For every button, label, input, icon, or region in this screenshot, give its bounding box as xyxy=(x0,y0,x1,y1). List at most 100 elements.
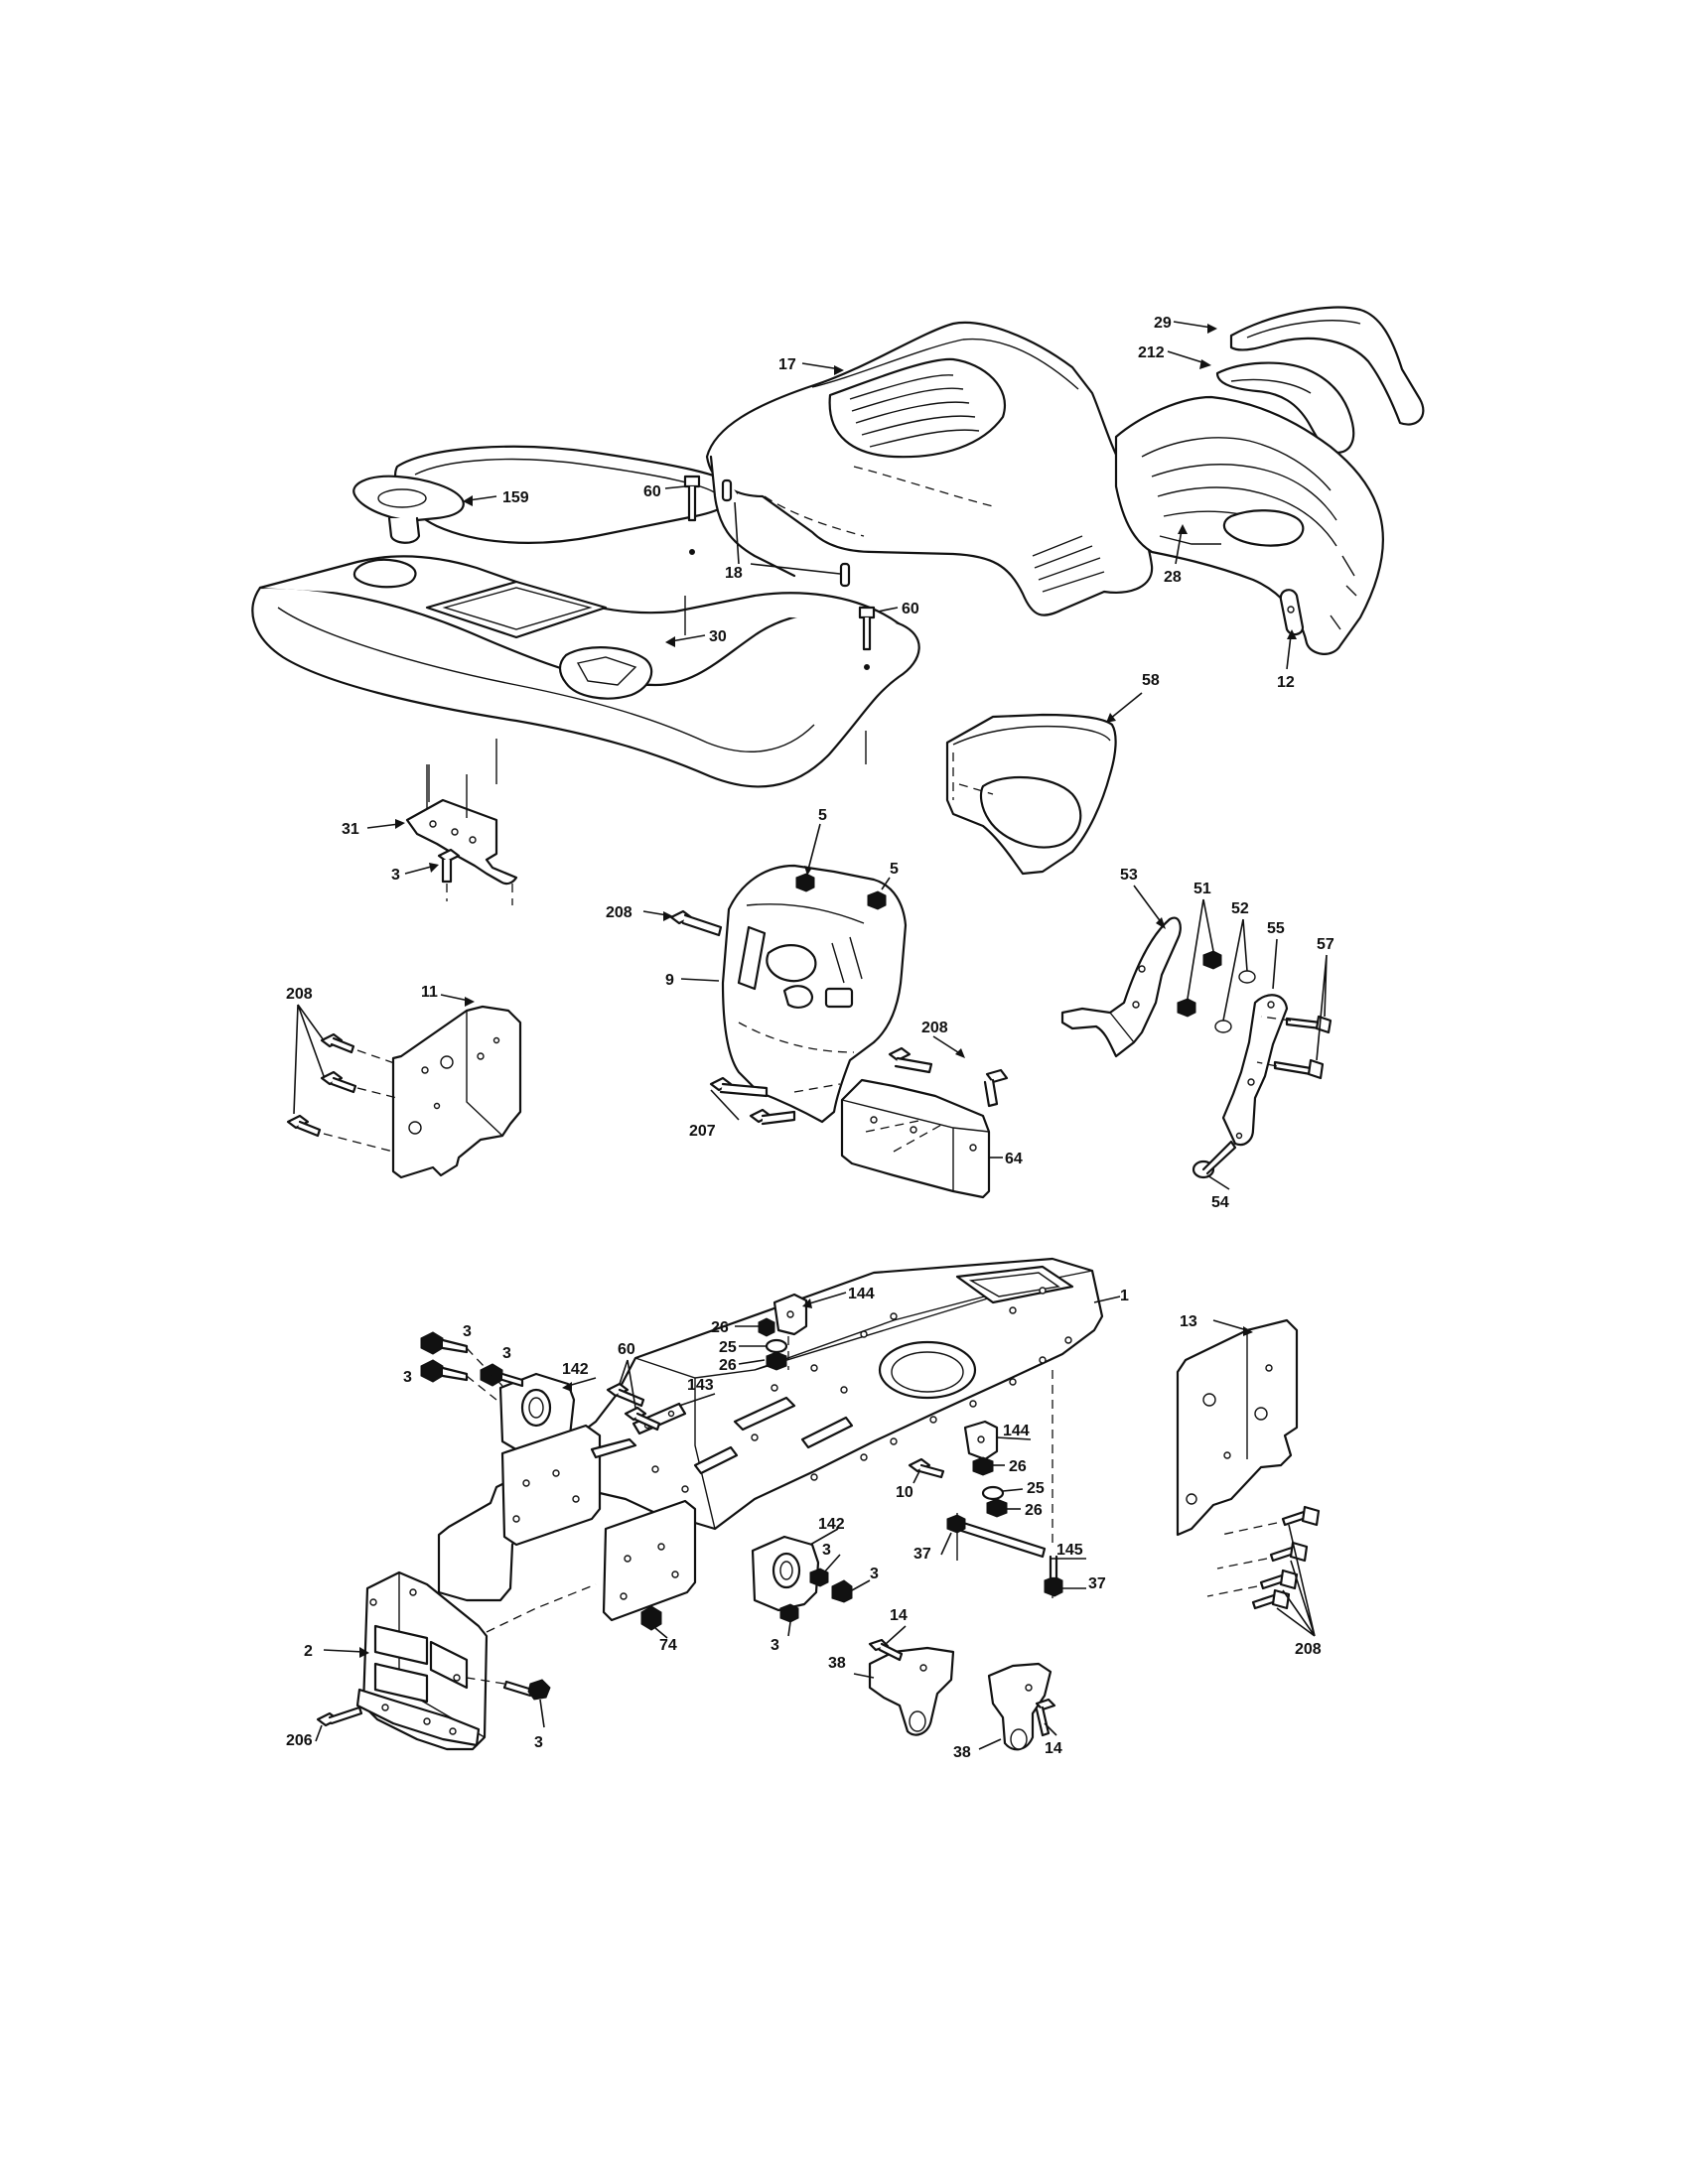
callout-9: 9 xyxy=(665,972,674,989)
callout-55: 55 xyxy=(1267,920,1285,937)
side-plate-part-11 xyxy=(391,1005,522,1179)
callout-207: 207 xyxy=(689,1123,716,1140)
screw-part-14-left xyxy=(868,1638,904,1662)
frame-part-1 xyxy=(437,1257,1104,1602)
bracket-part-53 xyxy=(1060,916,1182,1058)
strap-part-143 xyxy=(632,1402,687,1435)
bolt-part-10 xyxy=(908,1457,945,1479)
callout-3-a: 3 xyxy=(391,867,400,884)
callout-2: 2 xyxy=(304,1643,313,1660)
callout-208-c: 208 xyxy=(921,1020,948,1036)
fender-part-30 xyxy=(251,445,920,824)
nut-washer-part-26-25-right xyxy=(972,1456,1008,1518)
clip-part-12 xyxy=(1279,589,1305,636)
bracket-part-38-left xyxy=(868,1646,955,1736)
callout-58: 58 xyxy=(1142,672,1160,689)
side-plate-part-13 xyxy=(1176,1318,1299,1537)
leader-lines xyxy=(315,321,1328,1750)
hood-part-17 xyxy=(705,321,1154,616)
bolt-part-206 xyxy=(316,1706,363,1727)
callout-3-d: 3 xyxy=(403,1369,412,1386)
bracket-part-38-right xyxy=(987,1662,1052,1751)
bolt-part-54 xyxy=(1192,1140,1237,1179)
callout-26-b: 26 xyxy=(719,1357,737,1374)
bracket-part-144-right xyxy=(963,1420,999,1461)
callout-53: 53 xyxy=(1120,867,1138,884)
bolt-part-37 xyxy=(946,1514,1063,1597)
nose-cone-part-28 xyxy=(1114,395,1384,655)
nut-part-74 xyxy=(640,1605,662,1631)
callout-26-c: 26 xyxy=(1009,1458,1027,1475)
callout-38-a: 38 xyxy=(828,1655,846,1672)
callout-74: 74 xyxy=(659,1637,677,1654)
callout-13: 13 xyxy=(1180,1313,1197,1330)
callout-29: 29 xyxy=(1154,315,1172,332)
callout-26-d: 26 xyxy=(1025,1502,1043,1519)
callout-5-b: 5 xyxy=(890,861,899,878)
callout-64: 64 xyxy=(1005,1151,1023,1167)
callout-145: 145 xyxy=(1056,1542,1083,1559)
callout-10: 10 xyxy=(896,1484,913,1501)
callout-3-h: 3 xyxy=(534,1734,543,1751)
callout-17: 17 xyxy=(778,356,796,373)
callout-38-b: 38 xyxy=(953,1744,971,1761)
bolt-part-208-right-plate xyxy=(1206,1505,1321,1637)
callout-142-b: 142 xyxy=(818,1516,845,1533)
callout-144-b: 144 xyxy=(1003,1423,1030,1439)
callout-3-f: 3 xyxy=(870,1566,879,1582)
screw-part-60-frame xyxy=(606,1382,661,1432)
hood-stud-part-18 xyxy=(721,478,851,588)
callout-3-g: 3 xyxy=(771,1637,779,1654)
callout-51: 51 xyxy=(1193,881,1211,897)
callout-208-a: 208 xyxy=(606,904,632,921)
callout-5-a: 5 xyxy=(818,807,827,824)
callout-37-a: 37 xyxy=(913,1546,931,1563)
bolt-part-208-dash xyxy=(669,909,1009,1108)
callout-26-a: 26 xyxy=(711,1319,729,1336)
bolt-part-3-bracket xyxy=(437,848,513,905)
screw-part-60-upper xyxy=(683,475,876,670)
callout-14-b: 14 xyxy=(1045,1740,1062,1757)
callout-208-b: 208 xyxy=(286,986,313,1003)
bolt-part-3-left-frame xyxy=(420,1331,524,1401)
callout-25-a: 25 xyxy=(719,1339,737,1356)
callout-60-b: 60 xyxy=(902,601,919,617)
bracket-arm-part-55 xyxy=(1221,994,1289,1147)
callout-18: 18 xyxy=(725,565,743,582)
callout-37-b: 37 xyxy=(1088,1575,1106,1592)
callout-142-a: 142 xyxy=(562,1361,589,1378)
cup-holder-part-159 xyxy=(352,475,465,544)
bolt-part-3-hitch xyxy=(466,1677,551,1701)
callout-143: 143 xyxy=(687,1377,714,1394)
bracket-part-31 xyxy=(405,764,518,886)
rod-part-145 xyxy=(953,1513,1047,1561)
bolt-part-3-lower-plate xyxy=(779,1568,853,1623)
callout-31: 31 xyxy=(342,821,359,838)
callout-12: 12 xyxy=(1277,674,1295,691)
callout-54: 54 xyxy=(1211,1194,1229,1211)
callout-25-b: 25 xyxy=(1027,1480,1045,1497)
callout-57: 57 xyxy=(1317,936,1334,953)
bracket-part-144-top xyxy=(772,1293,808,1370)
callout-28: 28 xyxy=(1164,569,1182,586)
callout-11: 11 xyxy=(421,984,438,1001)
callout-14-a: 14 xyxy=(890,1607,908,1624)
bracket-part-64 xyxy=(840,1078,991,1199)
nut-washer-part-51-52 xyxy=(1177,950,1256,1033)
dash-panel-part-9 xyxy=(721,864,908,1124)
nut-part-5 xyxy=(795,873,887,910)
callout-60-a: 60 xyxy=(643,483,661,500)
plate-part-142-lower xyxy=(751,1535,820,1612)
hitch-plate-part-2 xyxy=(355,1570,597,1751)
callout-3-c: 3 xyxy=(502,1345,511,1362)
bolt-part-207 xyxy=(709,1076,841,1126)
callout-3-e: 3 xyxy=(822,1542,831,1559)
rear-plate-upper-left xyxy=(500,1424,637,1547)
callout-159: 159 xyxy=(502,489,529,506)
callout-labels: 17 29 212 159 60 18 60 30 28 12 58 31 3 … xyxy=(286,315,1334,1761)
callout-208-d: 208 xyxy=(1295,1641,1322,1658)
callout-60-c: 60 xyxy=(618,1341,635,1358)
nut-washer-part-26-25-top xyxy=(758,1317,788,1371)
bumper-trim-part-29 xyxy=(1229,306,1425,426)
